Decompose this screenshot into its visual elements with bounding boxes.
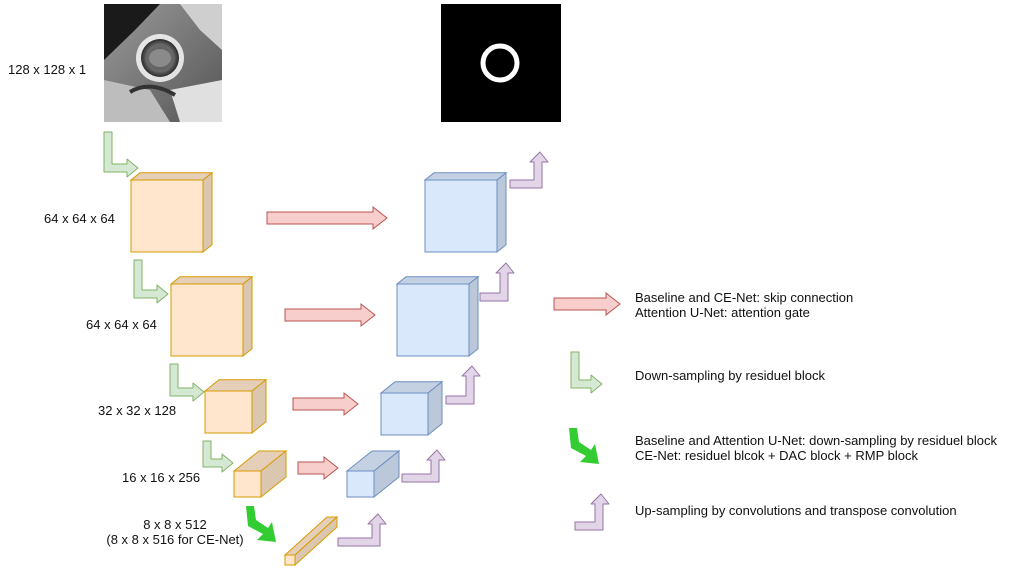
bottleneck-ce-size-label: (8 x 8 x 516 for CE-Net) (106, 532, 244, 547)
decoder-block-2 (395, 275, 480, 358)
input-size-label: 128 x 128 x 1 (8, 62, 87, 77)
legend-skip-line2: Attention U-Net: attention gate (635, 305, 810, 320)
legend-down-residual: Down-sampling by residuel block (635, 368, 826, 383)
decoder-block-3 (379, 380, 444, 437)
mri-slice-icon (104, 4, 222, 122)
legend-skip-arrow (553, 291, 621, 317)
segmentation-mask-icon (441, 4, 561, 122)
skip-arrow-4 (297, 455, 339, 481)
legend-up-arrow (574, 493, 610, 531)
legend-down-bold-arrow (569, 428, 599, 464)
up-arrow-3 (445, 365, 481, 405)
down-arrow-bold (246, 506, 276, 542)
encoder-1-size-label: 64 x 64 x 64 (44, 211, 115, 226)
up-arrow-5 (509, 151, 549, 189)
up-arrow-4 (479, 262, 515, 302)
up-arrow-2 (401, 449, 446, 483)
decoder-block-4 (345, 449, 401, 499)
encoder-3-size-label: 32 x 32 x 128 (98, 403, 177, 418)
legend-down-bold-line2: CE-Net: residuel blcok + DAC block + RMP… (635, 448, 918, 463)
legend-up: Up-sampling by convolutions and transpos… (635, 503, 957, 518)
encoder-block-1 (129, 171, 214, 254)
encoder-4-size-label: 16 x 16 x 256 (122, 470, 201, 485)
skip-arrow-3 (292, 391, 359, 417)
down-arrow-4 (202, 440, 234, 473)
down-arrow-1 (103, 131, 139, 178)
bottleneck-block (283, 515, 339, 567)
encoder-block-2 (169, 275, 254, 358)
decoder-block-1 (423, 171, 508, 254)
up-arrow-1 (337, 513, 387, 547)
skip-arrow-2 (284, 302, 376, 328)
bottleneck-size-label: 8 x 8 x 512 (143, 517, 207, 532)
skip-arrow-1 (266, 205, 388, 231)
legend-down-bold-line1: Baseline and Attention U-Net: down-sampl… (635, 433, 998, 448)
legend-skip-line1: Baseline and CE-Net: skip connection (635, 290, 854, 305)
encoder-2-size-label: 64 x 64 x 64 (86, 317, 157, 332)
legend-down-arrow (570, 351, 603, 394)
down-arrow-2 (133, 259, 169, 304)
encoder-block-4 (232, 449, 288, 499)
down-arrow-3 (169, 363, 205, 402)
encoder-block-3 (203, 378, 268, 435)
